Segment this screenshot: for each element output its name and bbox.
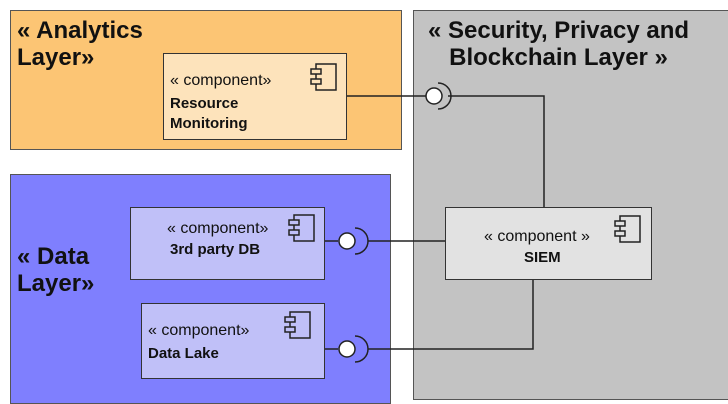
component-icon — [288, 214, 315, 242]
component-icon — [614, 215, 641, 243]
resource-monitoring-name: Resource Monitoring — [170, 95, 248, 132]
data-lake-name: Data Lake — [148, 345, 219, 362]
siem-stereotype: « component » — [484, 228, 590, 245]
data-lake-component[interactable]: « component» Data Lake — [141, 303, 325, 379]
siem-name: SIEM — [524, 249, 561, 266]
security-layer: « Security, Privacy and Blockchain Layer… — [413, 10, 728, 400]
data-lake-stereotype: « component» — [148, 322, 250, 339]
component-icon — [310, 63, 337, 91]
analytics-layer-title: « Analytics Layer» — [17, 17, 143, 71]
resource-monitoring-component[interactable]: « component» Resource Monitoring — [163, 53, 347, 140]
third-party-db-component[interactable]: « component» 3rd party DB — [130, 207, 325, 280]
component-icon — [284, 311, 311, 339]
third-party-db-stereotype: « component» — [167, 220, 269, 237]
data-layer-title: « Data Layer» — [17, 243, 95, 297]
siem-component[interactable]: « component » SIEM — [445, 207, 652, 280]
security-layer-title: « Security, Privacy and Blockchain Layer… — [428, 17, 690, 71]
third-party-db-name: 3rd party DB — [170, 241, 261, 258]
resource-monitoring-stereotype: « component» — [170, 72, 272, 89]
